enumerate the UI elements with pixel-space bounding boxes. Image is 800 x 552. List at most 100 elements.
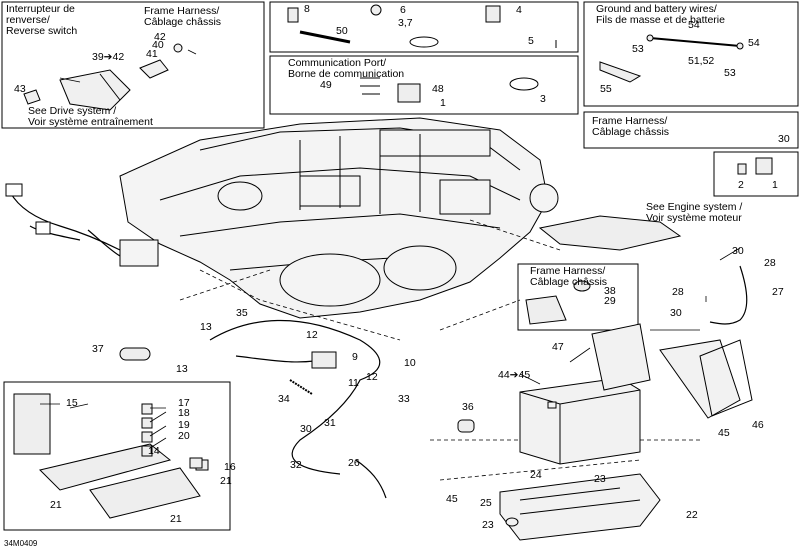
- diagram-code: 34M0409: [4, 539, 38, 548]
- part-21a: 21: [220, 475, 232, 487]
- part-32: 32: [290, 459, 302, 471]
- part-2: 2: [738, 179, 744, 191]
- part-47: 47: [552, 341, 564, 353]
- part-14: 14: [148, 445, 160, 457]
- frame-harness-right-2: Câblage châssis: [592, 126, 670, 138]
- part-11: 11: [348, 377, 359, 389]
- part-9: 9: [352, 351, 358, 363]
- frame-harness-mid-box: [517, 263, 639, 331]
- part-26: 26: [348, 457, 360, 469]
- reverse-switch-box: [1, 1, 265, 129]
- part-16: 16: [224, 461, 236, 473]
- frame-harness-mid-label: Frame Harness/ Câblage châssis: [530, 266, 607, 288]
- part-15: 15: [66, 397, 78, 409]
- part-19: 19: [178, 419, 190, 431]
- bracket-box: [713, 151, 799, 197]
- part-5: 5: [528, 35, 534, 47]
- reverse-switch-en: Reverse switch: [6, 25, 78, 37]
- part-43: 43: [14, 83, 26, 95]
- part-10: 10: [404, 357, 416, 369]
- frame-harness-right-label: Frame Harness/ Câblage châssis: [592, 116, 669, 138]
- part-34: 34: [278, 393, 290, 405]
- part-6: 6: [400, 4, 406, 16]
- part-1: 1: [772, 179, 778, 191]
- part-35: 35: [236, 307, 248, 319]
- part-42: 42: [154, 31, 166, 43]
- drive-system-1: See Drive system /: [28, 105, 117, 117]
- part-45a: 45: [718, 427, 730, 439]
- frame-harness-mid-1: Frame Harness/: [530, 265, 606, 277]
- part-38: 38: [604, 285, 616, 297]
- part-24: 24: [530, 469, 542, 481]
- part-28a: 28: [764, 257, 776, 269]
- part-29: 29: [604, 295, 616, 307]
- part-1-comm: 1: [440, 97, 446, 109]
- part-36: 36: [462, 401, 474, 413]
- part-46: 46: [752, 419, 764, 431]
- part-12a: 12: [306, 329, 318, 341]
- part-28b: 28: [672, 286, 684, 298]
- part-4: 4: [516, 4, 522, 16]
- part-13b: 13: [176, 363, 188, 375]
- reverse-switch-fr-2: renverse/: [6, 14, 50, 26]
- part-50: 50: [336, 25, 348, 37]
- reverse-switch-label: Interrupteur de renverse/ Reverse switch: [6, 4, 77, 37]
- part-48: 48: [432, 83, 444, 95]
- part-8: 8: [304, 3, 310, 15]
- frame-harness-top-2: Câblage châssis: [144, 16, 222, 28]
- comm-port-1: Communication Port/: [288, 57, 387, 69]
- frame-harness-right-box: [583, 111, 799, 149]
- drive-system-label: See Drive system / Voir système entraîne…: [28, 106, 153, 128]
- comm-port-2: Borne de communication: [288, 68, 405, 80]
- part-37: 37: [92, 343, 104, 355]
- part-44-45: 44➔45: [498, 369, 531, 381]
- ground-battery-2: Fils de masse et de batterie: [596, 14, 725, 26]
- part-41: 41: [146, 48, 158, 60]
- part-40: 40: [152, 39, 164, 51]
- engine-system-1: See Engine system /: [646, 201, 743, 213]
- part-49: 49: [320, 79, 332, 91]
- part-30b: 30: [732, 245, 744, 257]
- part-54a: 54: [688, 19, 700, 31]
- frame-harness-top-label: Frame Harness/ Câblage châssis: [144, 6, 221, 28]
- drive-system-2: Voir système entraînement: [28, 116, 153, 128]
- part-30c: 30: [670, 307, 682, 319]
- part-45b: 45: [446, 493, 458, 505]
- ground-battery-label: Ground and battery wires/ Fils de masse …: [596, 4, 725, 26]
- frame-harness-mid-2: Câblage châssis: [530, 276, 608, 288]
- ground-battery-box: [583, 1, 799, 107]
- part-17: 17: [178, 397, 190, 409]
- part-31: 31: [324, 417, 336, 429]
- part-22: 22: [686, 509, 698, 521]
- part-53a: 53: [632, 43, 644, 55]
- part-30a: 30: [778, 133, 790, 145]
- part-3: 3: [540, 93, 546, 105]
- comm-port-label: Communication Port/ Borne de communicati…: [288, 58, 404, 80]
- engine-system-label: See Engine system / Voir système moteur: [646, 202, 742, 224]
- part-25: 25: [480, 497, 492, 509]
- engine-system-2: Voir système moteur: [646, 212, 742, 224]
- ground-battery-1: Ground and battery wires/: [596, 3, 717, 15]
- frame-harness-top-1: Frame Harness/: [144, 5, 220, 17]
- part-21c: 21: [170, 513, 182, 525]
- part-30d: 30: [300, 423, 312, 435]
- part-27: 27: [772, 286, 784, 298]
- part-51-52: 51,52: [688, 55, 715, 67]
- part-53b: 53: [724, 67, 736, 79]
- engine-assembly: [119, 117, 559, 319]
- ecm-module: [119, 239, 159, 267]
- fuse-box-panel: [3, 381, 231, 531]
- part-21b: 21: [50, 499, 62, 511]
- part-13a: 13: [200, 321, 212, 333]
- part-20: 20: [178, 430, 190, 442]
- part-33: 33: [398, 393, 410, 405]
- part-55: 55: [600, 83, 612, 95]
- part-39-42: 39➔42: [92, 51, 125, 63]
- frame-harness-right-1: Frame Harness/: [592, 115, 668, 127]
- part-54b: 54: [748, 37, 760, 49]
- part-23b: 23: [482, 519, 494, 531]
- communication-port-box: [269, 55, 579, 115]
- part-12b: 12: [366, 371, 378, 383]
